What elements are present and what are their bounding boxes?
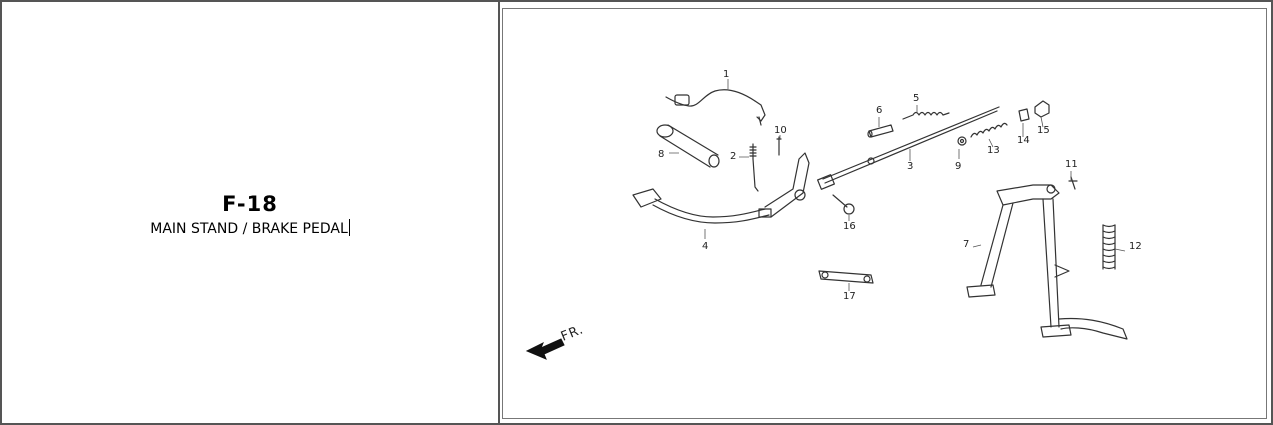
parts-diagram-panel: 1 2 3 4 5 6 7 8 9 10 11 12 13 14 15 16 1… <box>502 8 1267 419</box>
part-4-brake-pedal[interactable] <box>632 152 810 224</box>
parts-diagram: 1 2 3 4 5 6 7 8 9 10 11 12 13 14 15 16 1… <box>525 69 1142 360</box>
part-1-stop-switch[interactable] <box>665 89 766 126</box>
section-header-panel: F-18 MAIN STAND / BRAKE PEDAL <box>2 2 500 423</box>
callout-13: 13 <box>987 145 1000 156</box>
part-2-spring[interactable] <box>749 143 759 192</box>
section-title: MAIN STAND / BRAKE PEDAL <box>2 219 498 237</box>
callout-1: 1 <box>723 69 729 80</box>
part-5-spring[interactable] <box>902 111 950 120</box>
part-7-main-stand[interactable] <box>966 184 1128 340</box>
part-11-pin[interactable] <box>1068 176 1078 190</box>
part-10-pin[interactable] <box>776 136 782 156</box>
section-title-text: MAIN STAND / BRAKE PEDAL <box>150 221 348 237</box>
part-17-link[interactable] <box>818 270 874 284</box>
callout-9: 9 <box>955 161 961 172</box>
callout-15: 15 <box>1037 125 1050 136</box>
callout-8: 8 <box>658 149 664 160</box>
callout-17: 17 <box>843 291 856 302</box>
callout-14: 14 <box>1017 135 1030 146</box>
callout-2: 2 <box>730 151 736 162</box>
callout-12: 12 <box>1129 241 1142 252</box>
part-14-joint[interactable] <box>1018 108 1030 122</box>
front-direction-arrow-icon <box>525 338 565 360</box>
callout-3: 3 <box>907 161 913 172</box>
section-code: F-18 <box>222 192 278 216</box>
part-8-pivot-pipe[interactable] <box>656 124 720 168</box>
callout-7: 7 <box>963 239 969 250</box>
callout-4: 4 <box>702 241 708 252</box>
part-6-collar[interactable] <box>867 124 894 138</box>
callout-10: 10 <box>774 125 787 136</box>
part-12-spring[interactable] <box>1102 224 1116 270</box>
part-13-spring[interactable] <box>970 122 1008 138</box>
callout-5: 5 <box>913 93 919 104</box>
part-9-washer[interactable] <box>957 136 967 146</box>
part-16-bolt[interactable] <box>832 194 855 215</box>
callout-6: 6 <box>876 105 882 116</box>
callout-16: 16 <box>843 221 856 232</box>
callout-11: 11 <box>1065 159 1078 170</box>
text-caret <box>348 219 350 236</box>
part-15-nut[interactable] <box>1034 100 1050 118</box>
part-3-brake-rod[interactable] <box>817 106 1000 190</box>
front-marker-label: FR. <box>559 322 586 345</box>
